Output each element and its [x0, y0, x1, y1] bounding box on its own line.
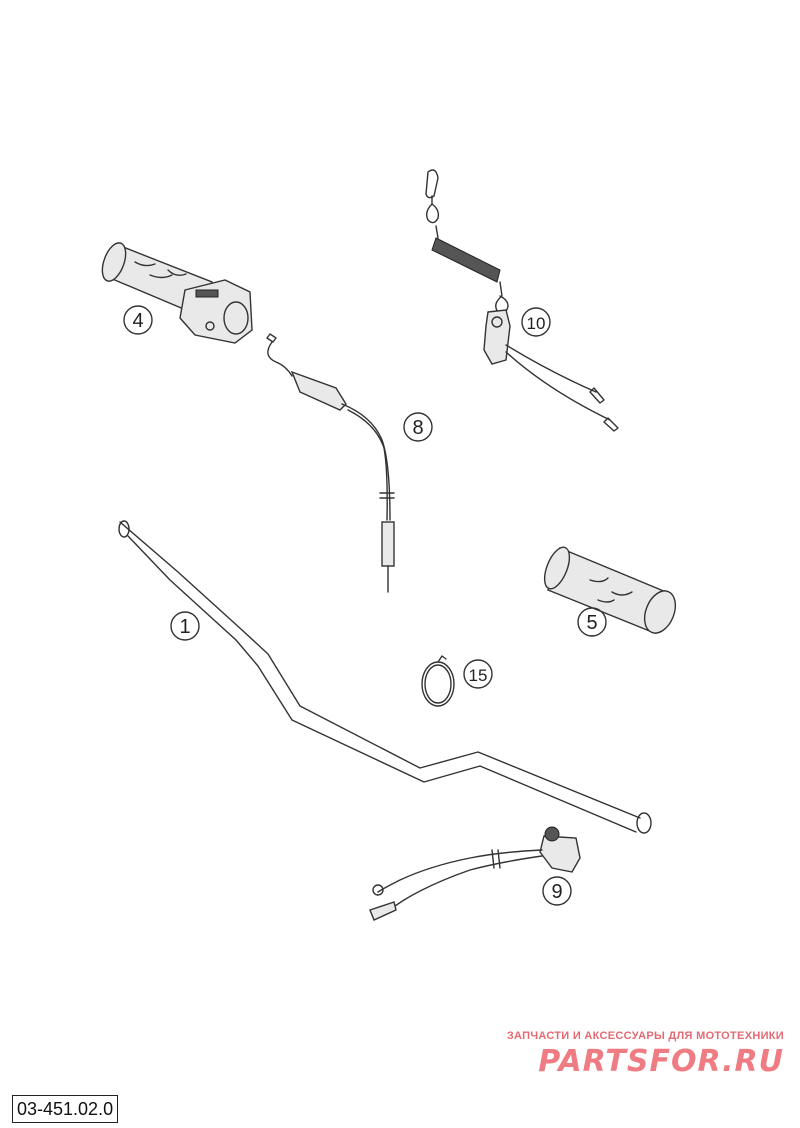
svg-text:5: 5	[586, 612, 597, 634]
callout-10: 10	[521, 307, 551, 337]
callout-4: 4	[123, 305, 153, 335]
svg-text:9: 9	[551, 881, 562, 903]
watermark-caption: ЗАПЧАСТИ И АКСЕССУАРЫ ДЛЯ МОТОТЕХНИКИ	[506, 1030, 784, 1042]
button-switch-part[interactable]	[369, 826, 581, 921]
handlebar-part[interactable]	[118, 520, 652, 834]
throttle-grip-part[interactable]	[98, 240, 253, 344]
callout-15: 15	[463, 659, 493, 689]
watermark-logo: PARTSFOR.RU	[538, 1044, 784, 1079]
lanyard-kill-switch-part[interactable]	[425, 169, 619, 432]
clamp-part[interactable]	[421, 655, 455, 707]
callout-5: 5	[577, 607, 607, 637]
svg-text:15: 15	[469, 666, 488, 685]
diagram-code: 03-451.02.0	[12, 1095, 119, 1123]
throttle-cable-part[interactable]	[266, 333, 395, 593]
grip-right-part[interactable]	[539, 544, 681, 638]
svg-text:8: 8	[412, 417, 423, 439]
callout-8: 8	[403, 412, 433, 442]
callout-9: 9	[542, 876, 572, 906]
svg-text:1: 1	[179, 616, 190, 638]
svg-text:10: 10	[527, 314, 546, 333]
watermark: ЗАПЧАСТИ И АКСЕССУАРЫ ДЛЯ МОТОТЕХНИКИ PA…	[507, 1030, 784, 1079]
svg-text:4: 4	[132, 310, 143, 332]
callout-1: 1	[170, 611, 200, 641]
